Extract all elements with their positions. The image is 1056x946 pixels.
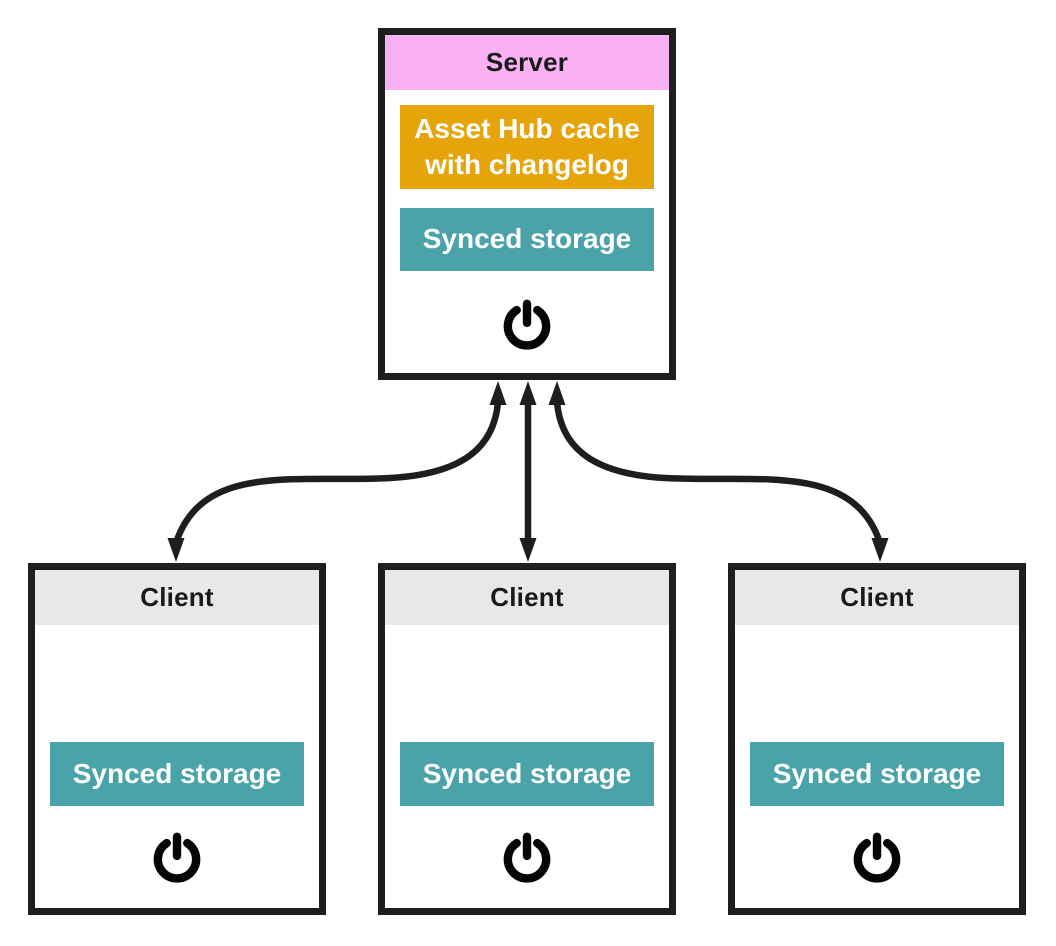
client-3-power-icon [735, 831, 1019, 887]
client-2-power-icon [385, 831, 669, 887]
client-3-title: Client [735, 570, 1019, 625]
asset-hub-cache-box: Asset Hub cache with changelog [400, 105, 654, 189]
client-1-power-icon [35, 831, 319, 887]
server-title: Server [385, 35, 669, 90]
sync-arrow-right [548, 381, 889, 562]
server-synced-storage-box: Synced storage [400, 208, 654, 271]
sync-arrow-middle [519, 381, 537, 562]
client-node-2: Client Synced storage [378, 563, 676, 915]
server-node: Server Asset Hub cache with changelog Sy… [378, 28, 676, 380]
client-node-3: Client Synced storage [728, 563, 1026, 915]
sync-arrow-left [167, 381, 507, 562]
client-2-synced-storage-box: Synced storage [400, 742, 654, 806]
client-2-title: Client [385, 570, 669, 625]
client-1-synced-storage-box: Synced storage [50, 742, 304, 806]
server-power-icon [385, 298, 669, 354]
client-1-title: Client [35, 570, 319, 625]
client-node-1: Client Synced storage [28, 563, 326, 915]
client-3-synced-storage-box: Synced storage [750, 742, 1004, 806]
